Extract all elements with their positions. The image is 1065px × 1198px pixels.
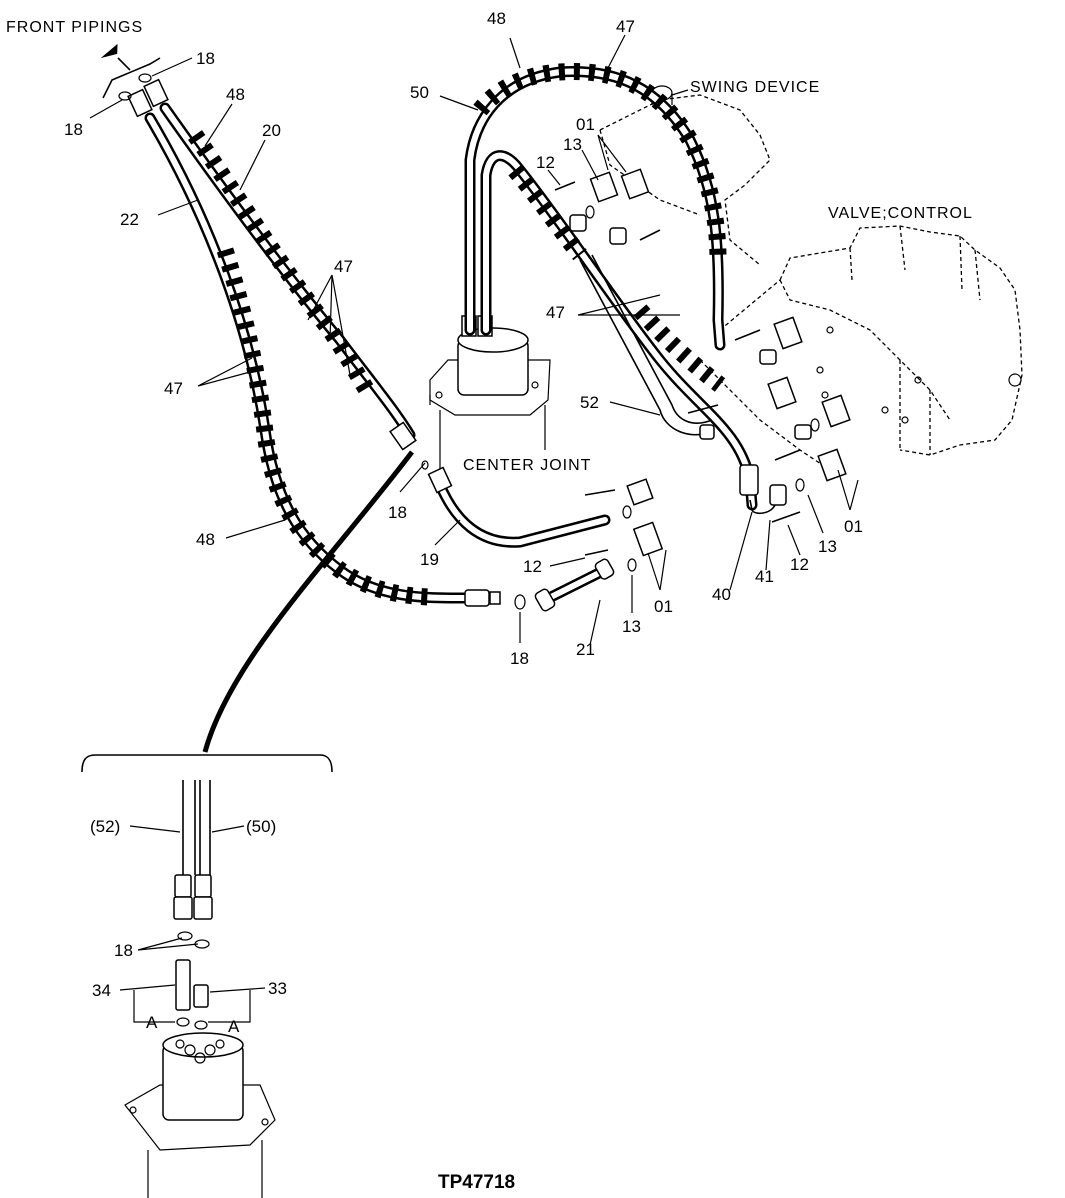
- callout-12-right: 12: [790, 555, 809, 574]
- callout-13-right: 13: [818, 537, 837, 556]
- front-pipings-label: FRONT PIPINGS: [6, 19, 143, 36]
- hose-20: [159, 102, 416, 441]
- callout-01-top: 01: [576, 115, 595, 134]
- callout-12-top: 12: [536, 153, 555, 172]
- callout-19: 19: [420, 550, 439, 569]
- callout-01-center: 01: [654, 597, 673, 616]
- detail-view: [81, 754, 333, 1198]
- callout-41: 41: [755, 567, 774, 586]
- center-joint-upper: [429, 315, 551, 470]
- callout-a-right: A: [228, 1017, 240, 1036]
- bolts: [554, 181, 801, 556]
- callout-40: 40: [712, 585, 731, 604]
- callout-18-left: 18: [64, 120, 83, 139]
- callout-48-top: 48: [487, 9, 506, 28]
- hose-50: [464, 63, 727, 351]
- callout-20: 20: [262, 121, 281, 140]
- callout-47-left-lower: 47: [164, 379, 183, 398]
- pipe-19: [427, 466, 611, 548]
- callout-a-left: A: [146, 1013, 158, 1032]
- callout-47-top: 47: [616, 17, 635, 36]
- detail-leader: [202, 450, 414, 753]
- o-rings: [118, 73, 820, 610]
- callout-50: 50: [410, 83, 429, 102]
- center-joint-label: CENTER JOINT: [463, 457, 591, 474]
- callout-13-center: 13: [622, 617, 641, 636]
- pipe-21: [534, 558, 615, 612]
- drawing-code: TP47718: [438, 1172, 515, 1193]
- callout-52-detail: (52): [90, 817, 120, 836]
- callout-48-left-bottom: 48: [196, 530, 215, 549]
- hose-52: [480, 150, 758, 511]
- leader-lines: [89, 34, 859, 1023]
- callout-52: 52: [580, 393, 599, 412]
- callout-34: 34: [92, 981, 111, 1000]
- callout-18-top: 18: [196, 49, 215, 68]
- callout-12-center: 12: [523, 557, 542, 576]
- callout-18-bottom: 18: [510, 649, 529, 668]
- callout-18-center: 18: [388, 503, 407, 522]
- callout-33: 33: [268, 979, 287, 998]
- callout-47-mid: 47: [546, 303, 565, 322]
- callout-22: 22: [120, 210, 139, 229]
- callout-21: 21: [576, 640, 595, 659]
- callout-18-detail: 18: [114, 941, 133, 960]
- hose-22: [144, 112, 476, 606]
- callout-48-left-top: 48: [226, 85, 245, 104]
- callout-01-right: 01: [844, 517, 863, 536]
- fittings: [127, 78, 851, 607]
- swing-device-label: SWING DEVICE: [690, 79, 820, 96]
- valve-control-label: VALVE;CONTROL: [828, 205, 973, 222]
- callout-50-detail: (50): [246, 817, 276, 836]
- callout-13-top: 13: [563, 135, 582, 154]
- callout-47-left-upper: 47: [334, 257, 353, 276]
- control-valve-body: [699, 225, 1023, 471]
